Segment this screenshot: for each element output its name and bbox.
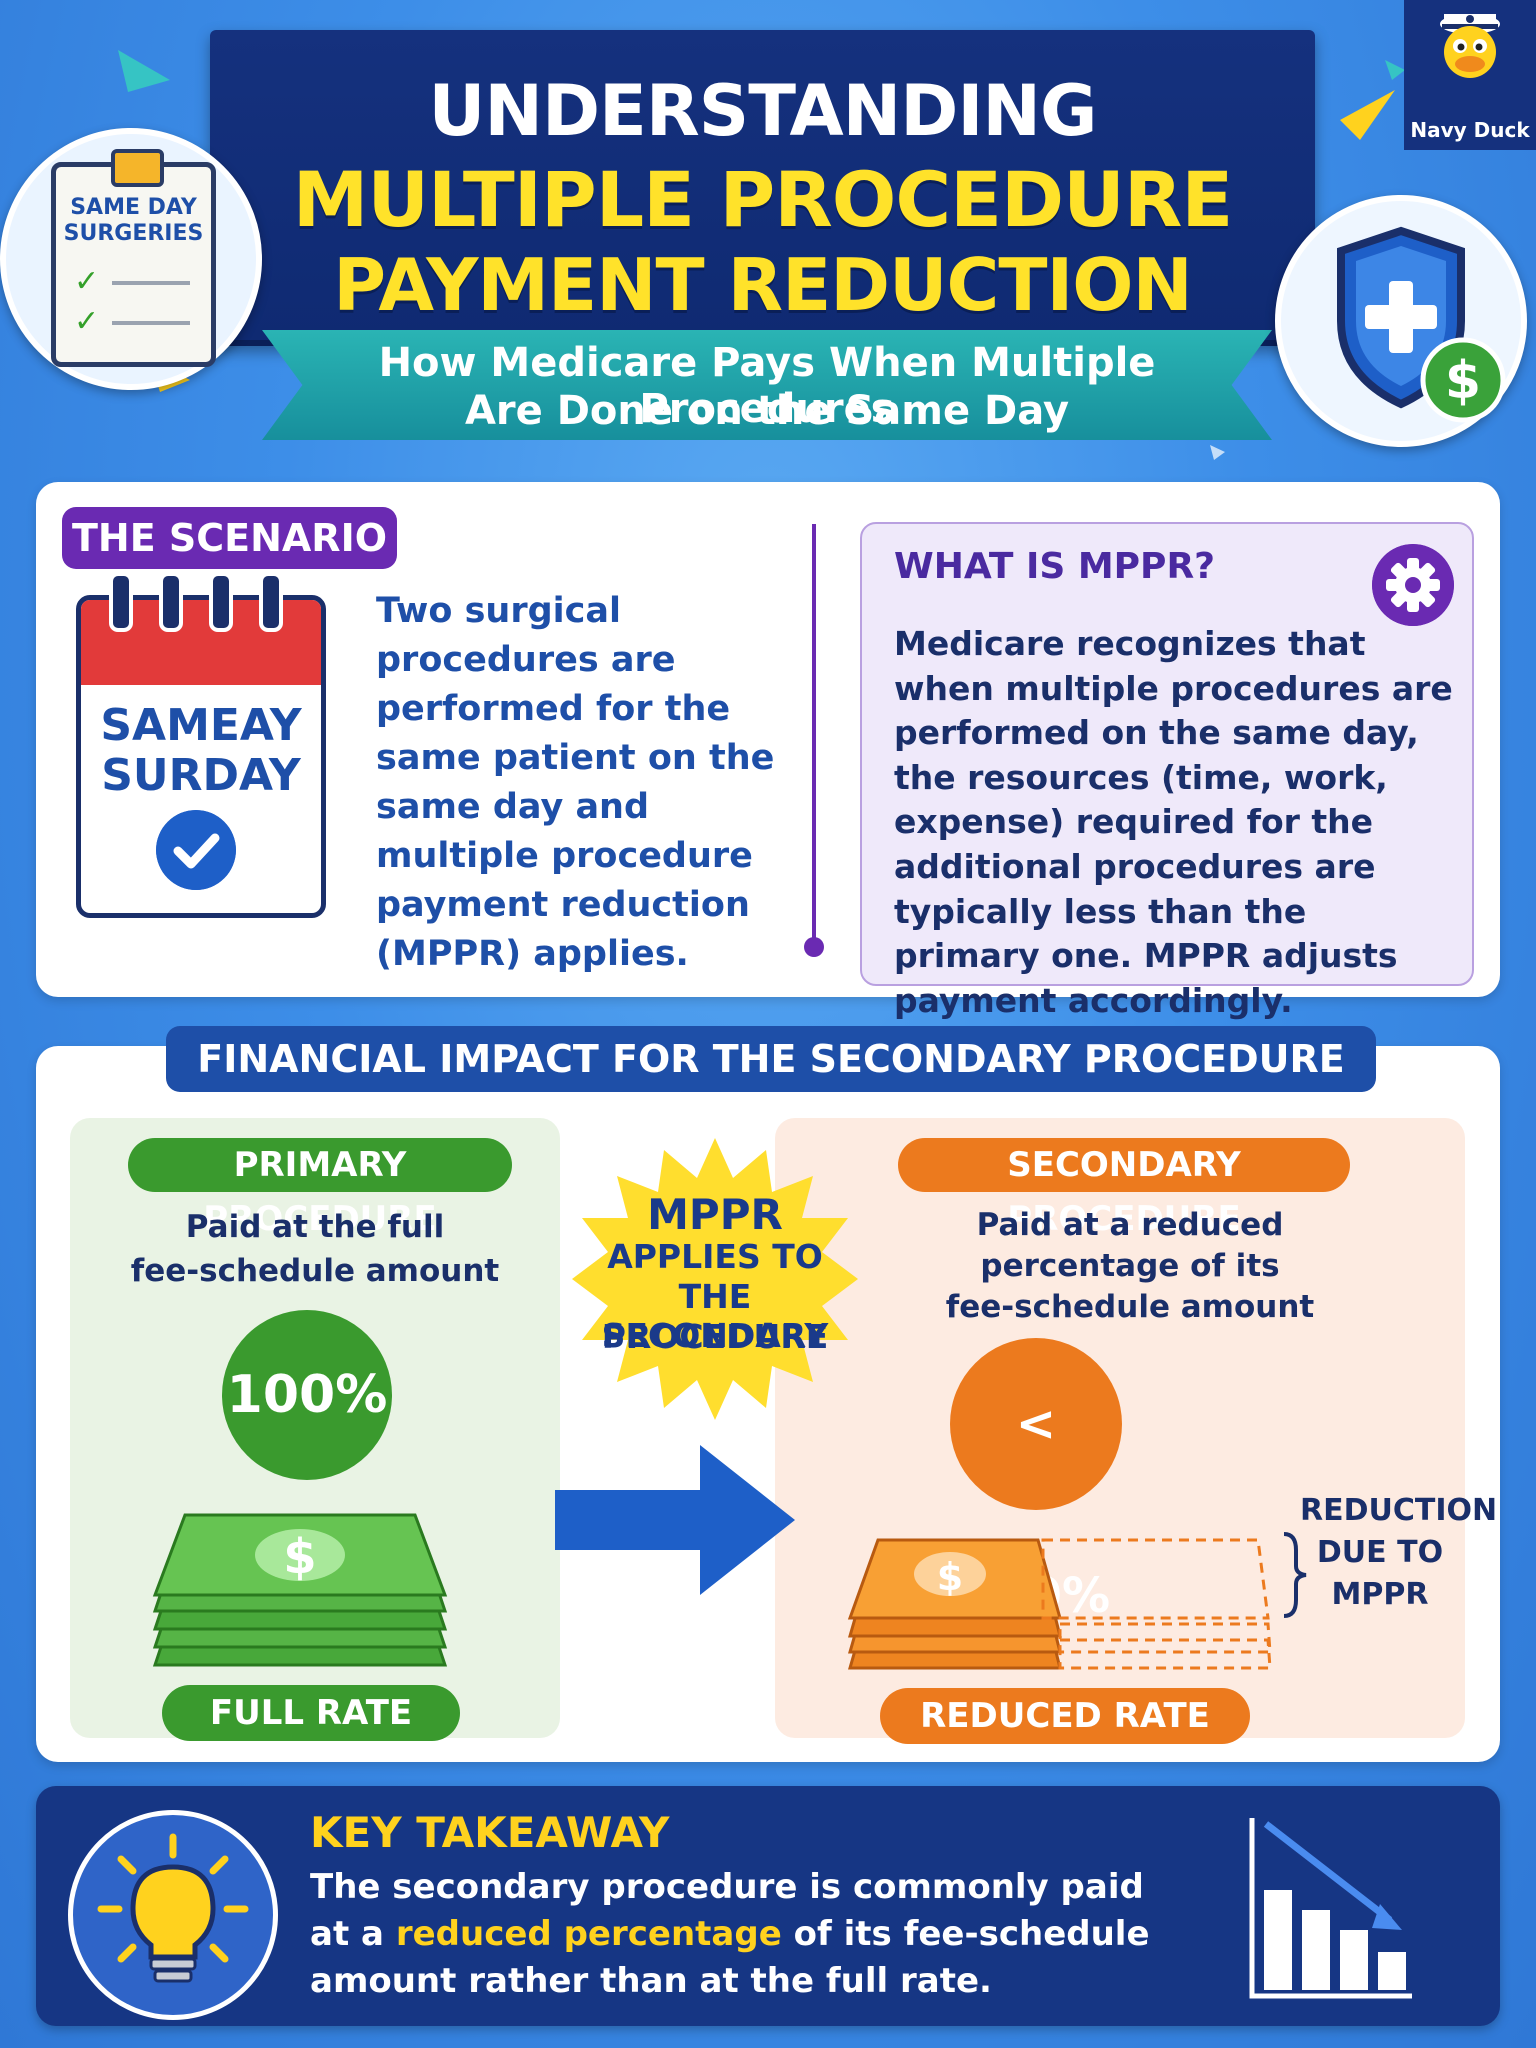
reduction-line-1: REDUCTION [1300, 1493, 1498, 1528]
dollar-coin-icon: $ [1420, 337, 1506, 423]
clipboard-check-row: ✓ [74, 267, 194, 297]
arrow-right-icon [555, 1445, 795, 1595]
scenario-text: Two surgical procedures are performed fo… [376, 591, 775, 974]
secondary-description: Paid at a reduced percentage of its fee-… [940, 1205, 1320, 1328]
svg-text:$: $ [283, 1529, 316, 1585]
financial-title: FINANCIAL IMPACT FOR THE SECONDARY PROCE… [166, 1026, 1376, 1092]
calendar-text-line-1: SAMEAY [100, 700, 302, 751]
shield-badge: $ [1275, 195, 1527, 447]
primary-procedure-label: PRIMARY PROCEDURE [128, 1138, 512, 1239]
calendar-ring-icon [159, 572, 183, 632]
gear-icon [1372, 544, 1454, 626]
primary-desc-line-1: Paid at the full [185, 1209, 445, 1245]
duck-mascot-icon [1440, 14, 1500, 78]
brace-icon [1283, 1532, 1307, 1618]
primary-description: Paid at the full fee-schedule amount [120, 1205, 510, 1293]
divider-dot [804, 937, 824, 957]
burst-line-2: APPLIES TO [607, 1237, 823, 1276]
mppr-starburst: MPPR APPLIES TO THE SECONDARY PROCEDURE [566, 1130, 864, 1428]
primary-desc-line-2: fee-schedule amount [130, 1253, 500, 1289]
clipboard-clip-icon [111, 149, 164, 187]
burst-line-1: MPPR [647, 1190, 783, 1239]
secondary-desc-line-2: percentage of its [980, 1248, 1280, 1284]
lightbulb-badge [68, 1810, 278, 2020]
subtitle-ribbon: How Medicare Pays When Multiple Procedur… [262, 330, 1272, 440]
subtitle-line-2: Are Done on the Same Day [464, 388, 1070, 434]
reduction-label: REDUCTION DUE TO MPPR [1300, 1490, 1498, 1616]
sparkle-shape [118, 50, 170, 92]
svg-text:$: $ [1445, 351, 1481, 411]
divider [812, 524, 816, 944]
clipboard-check-row: ✓ [74, 307, 194, 337]
title-line-2: MULTIPLE PROCEDURE [292, 155, 1234, 244]
calendar-ring-icon [259, 572, 283, 632]
reduction-line-2: DUE TO [1316, 1535, 1444, 1570]
calendar-ring-icon [209, 572, 233, 632]
burst-line-4: PROCEDURE [601, 1317, 829, 1356]
key-takeaway-title: KEY TAKEAWAY [310, 1808, 670, 1857]
reduced-rate-label: REDUCED RATE [880, 1688, 1250, 1744]
starburst-shape [572, 1138, 858, 1420]
subtitle-line-1: How Medicare Pays When Multiple Procedur… [378, 340, 1156, 432]
header-banner: UNDERSTANDING MULTIPLE PROCEDURE PAYMENT… [210, 30, 1315, 411]
key-takeaway-panel [36, 1786, 1500, 2026]
sparkle-shape [1210, 445, 1225, 460]
checkmark-circle-icon [156, 810, 236, 890]
brand-name: Navy Duck [1410, 118, 1530, 142]
mppr-description: Medicare recognizes that when multiple p… [894, 624, 1453, 1020]
full-percent-badge: 100% [222, 1310, 392, 1480]
takeaway-highlight: reduced percentage [395, 1914, 782, 1954]
reduction-line-3: MPPR [1331, 1577, 1429, 1612]
calendar-text-line-2: SURDAY [101, 750, 301, 801]
clipboard-badge: SAME DAY SURGERIES ✓ ✓ [0, 128, 262, 390]
sparkle-shape [1385, 60, 1405, 80]
lightbulb-icon [97, 1833, 249, 1983]
burst-line-3: THE SECONDARY [601, 1277, 829, 1355]
secondary-desc-line-3: fee-schedule amount [945, 1289, 1315, 1325]
title-line-1: UNDERSTANDING [428, 70, 1098, 152]
scenario-tag: THE SCENARIO [62, 507, 397, 569]
clipboard-text-line-1: SAME DAY [70, 195, 197, 220]
money-stack-icon: $ [152, 1513, 448, 1667]
secondary-desc-line-1: Paid at a reduced [976, 1207, 1284, 1243]
declining-chart-icon [1249, 1818, 1412, 1999]
full-rate-label: FULL RATE [162, 1685, 460, 1741]
scenario-panel: THE SCENARIO SAMEAY SURDAY Two surgical … [36, 482, 1500, 1020]
brand-badge: Navy Duck [1404, 0, 1536, 150]
calendar-icon: SAMEAY SURDAY [76, 572, 326, 918]
check-icon: ✓ [74, 264, 100, 299]
what-is-mppr-box: WHAT IS MPPR? Medicare recognizes that w… [860, 522, 1474, 1020]
reduced-percent-badge: < 100% [950, 1338, 1122, 1624]
calendar-ring-icon [109, 572, 133, 632]
mppr-title: WHAT IS MPPR? [894, 546, 1216, 587]
calendar-header [81, 572, 321, 685]
takeaway-text-end: of its fee-schedule amount rather than a… [310, 1914, 1150, 2001]
clipboard-icon: SAME DAY SURGERIES ✓ ✓ [51, 149, 216, 367]
takeaway-text-start: The secondary procedure is commonly paid… [310, 1867, 1144, 1954]
reduced-money-stack-icon: $ [847, 1538, 1272, 1670]
check-icon: ✓ [74, 304, 100, 339]
key-takeaway-text: The secondary procedure is commonly paid… [310, 1864, 1190, 2005]
clipboard-text-line-2: SURGERIES [63, 221, 204, 246]
secondary-procedure-label: SECONDARY PROCEDURE [898, 1138, 1350, 1239]
sparkle-shape [1340, 90, 1395, 140]
svg-text:$: $ [937, 1555, 963, 1599]
